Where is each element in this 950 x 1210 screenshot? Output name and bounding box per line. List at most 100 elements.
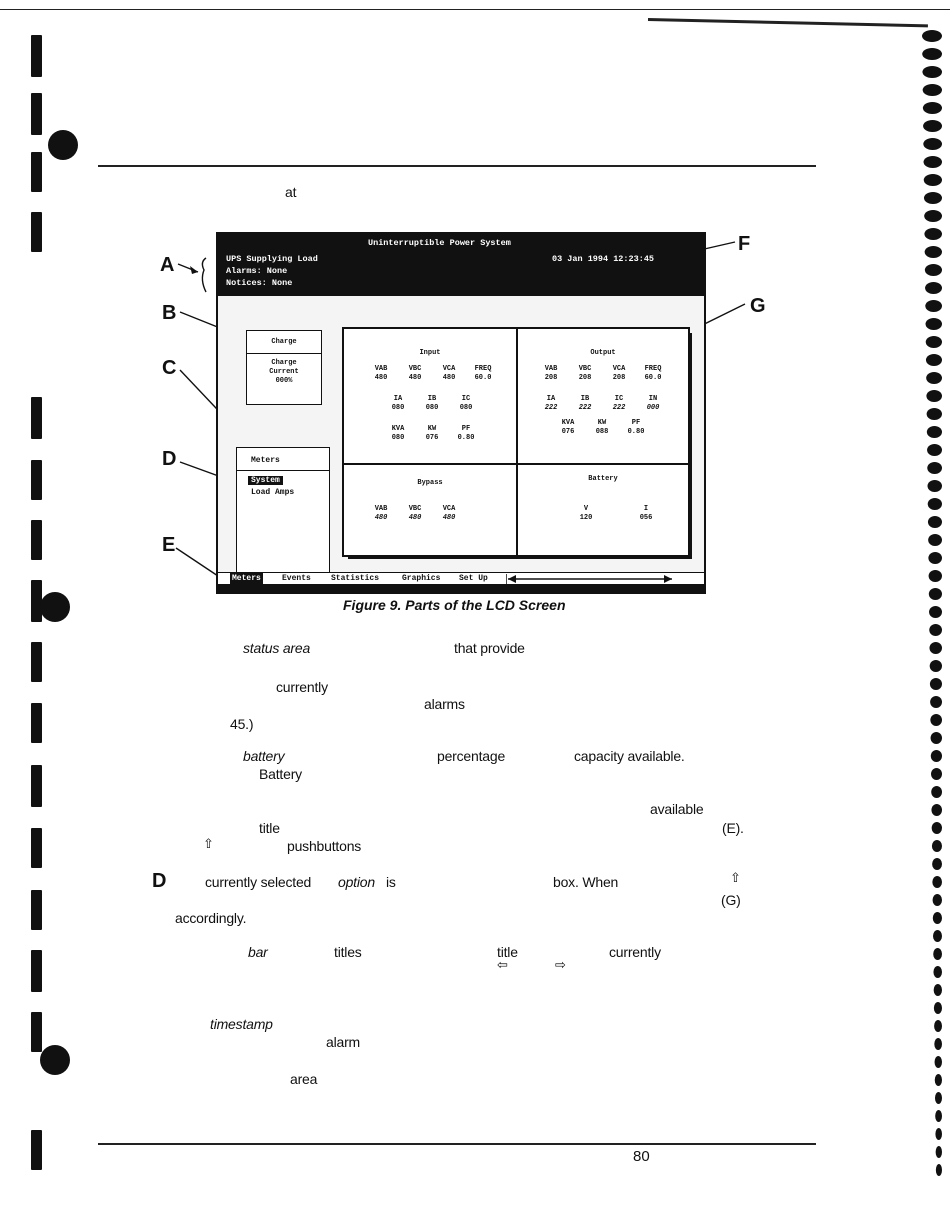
text-D-letter: D (152, 870, 167, 892)
spiral-coil (930, 732, 942, 744)
bypass-v-vca: 480 (442, 514, 456, 522)
spiral-coil (927, 444, 942, 456)
spiral-coil (933, 984, 942, 996)
up-arrow-icon: ⇧ (203, 837, 214, 852)
spiral-coil (925, 282, 942, 294)
spiral-coil (923, 120, 942, 132)
text-timestamp: timestamp (210, 1016, 273, 1032)
output-h-ic: IC (614, 395, 624, 403)
spiral-coil (922, 84, 942, 96)
callout-E: E (162, 534, 176, 556)
spiral-coil (923, 138, 942, 150)
input-v-ib: 080 (425, 404, 439, 412)
input-h-ic: IC (461, 395, 471, 403)
output-h-ia: IA (546, 395, 556, 403)
input-h-kva: KVA (391, 425, 405, 433)
input-v-pf: 0.80 (457, 434, 475, 442)
spiral-coil (928, 534, 942, 546)
text-alarm: alarm (326, 1034, 361, 1050)
output-v-vab: 208 (544, 374, 558, 382)
text-is: is (386, 874, 396, 890)
menu-box: Meters System Load Amps (236, 447, 330, 575)
spiral-coil (931, 822, 942, 834)
spiral-coil (923, 174, 942, 186)
bypass-h-vab: VAB (374, 505, 388, 513)
spiral-coil (922, 66, 942, 78)
spiral-coil (927, 498, 942, 510)
spiral-coil (924, 264, 942, 276)
text-Battery: Battery (259, 766, 302, 782)
tab-graphics[interactable]: Graphics (402, 574, 441, 583)
spiral-coil (922, 102, 942, 114)
spiral-coil (931, 768, 942, 780)
footer-rule (98, 1143, 816, 1145)
spiral-coil (925, 318, 942, 330)
spiral-coil (923, 156, 942, 168)
binder-bar (31, 828, 42, 868)
input-v-vab: 480 (374, 374, 388, 382)
battery-h-v: V (583, 505, 589, 513)
spiral-coil (927, 480, 942, 492)
output-v-ib: 222 (578, 404, 592, 412)
spiral-coil (926, 408, 942, 420)
tab-meters[interactable]: Meters (230, 573, 263, 585)
text-capacity-available: capacity available. (574, 748, 685, 764)
spiral-coil (931, 786, 942, 798)
spiral-coil (926, 372, 942, 384)
spiral-coil (932, 894, 942, 906)
output-h-vca: VCA (612, 365, 626, 373)
binder-bar (31, 1130, 42, 1170)
callout-F: F (738, 233, 751, 255)
up-arrow-icon: ⇧ (730, 871, 741, 886)
spiral-coil (922, 48, 942, 60)
battery-v-i: 056 (639, 514, 653, 522)
battery-title: Battery (588, 475, 618, 483)
text-currently-selected: currently selected (205, 874, 312, 890)
binder-hole (48, 130, 78, 160)
spiral-coil (934, 1074, 942, 1086)
top-border (0, 9, 950, 10)
input-v-vca: 480 (442, 374, 456, 382)
input-v-freq: 60.0 (474, 374, 492, 382)
spiral-coil (929, 624, 942, 636)
spiral-coil (926, 426, 942, 438)
tab-statistics[interactable]: Statistics (331, 574, 380, 583)
output-v-ic: 222 (612, 404, 626, 412)
spiral-coil (925, 336, 942, 348)
binder-bar (31, 35, 42, 77)
scroll-arrow-indicator[interactable] (506, 574, 674, 584)
output-title: Output (590, 349, 616, 357)
output-v-vca: 208 (612, 374, 626, 382)
text-alarms: alarms (424, 696, 465, 712)
spiral-coil (927, 516, 942, 528)
callout-A: A (160, 254, 175, 276)
page-number: 80 (633, 1148, 650, 1165)
input-h-freq: FREQ (474, 365, 492, 373)
spiral-coil (924, 210, 942, 222)
menu-item-system[interactable]: System (248, 476, 283, 485)
output-h-vab: VAB (544, 365, 558, 373)
output-h-kva: KVA (561, 419, 575, 427)
spiral-coil (932, 858, 942, 870)
text-45: 45.) (230, 716, 254, 732)
output-v-freq: 60.0 (644, 374, 662, 382)
status-area: Uninterruptible Power System UPS Supplyi… (218, 234, 704, 296)
binder-bar (31, 397, 42, 439)
bypass-v-vab: 480 (374, 514, 388, 522)
output-v-kw: 088 (595, 428, 609, 436)
tab-set-up[interactable]: Set Up (459, 574, 488, 583)
menu-item-load-amps[interactable]: Load Amps (251, 488, 295, 497)
bypass-h-vca: VCA (442, 505, 456, 513)
tab-events[interactable]: Events (282, 574, 311, 583)
notices-line: Notices: None (226, 278, 293, 288)
binder-bar (31, 1012, 42, 1052)
spiral-coil (928, 588, 942, 600)
battery-h-i: I (643, 505, 649, 513)
